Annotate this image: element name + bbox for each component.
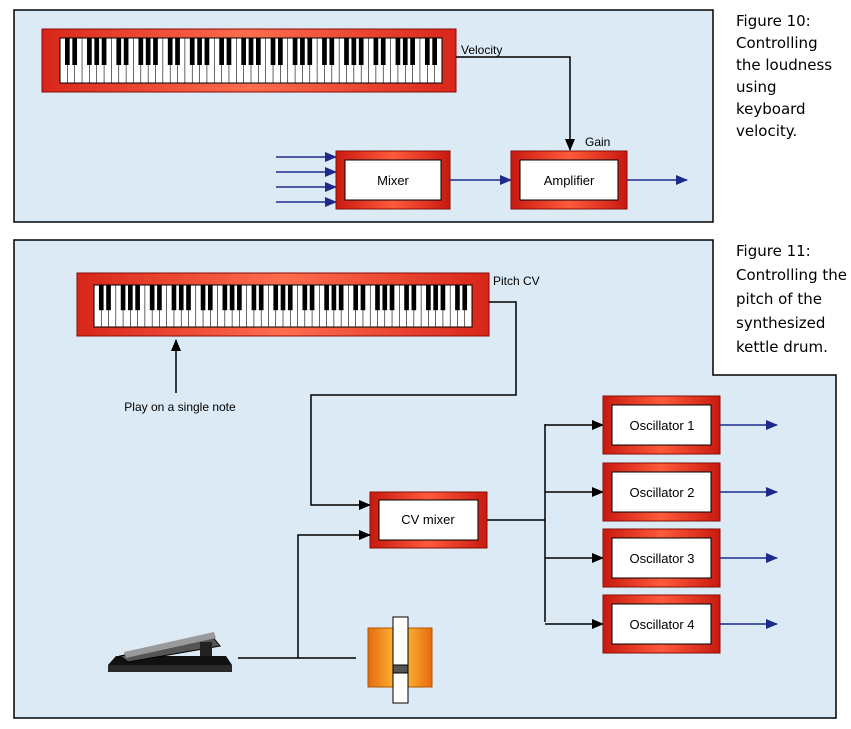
oscillator-box: Oscillator 4: [545, 594, 778, 654]
mixer-input-arrows: [276, 152, 337, 207]
play-note-label: Play on a single note: [124, 400, 236, 414]
caption-line: Controlling: [736, 34, 818, 52]
caption-line: Figure 11:: [736, 242, 811, 260]
pitch-cv-label: Pitch CV: [493, 274, 540, 288]
cv-mixer-box: CV mixer: [369, 491, 488, 549]
oscillator-label: Oscillator 2: [629, 485, 694, 500]
caption-line: the loudness: [736, 56, 832, 74]
mixer-label: Mixer: [377, 173, 409, 188]
gain-label: Gain: [585, 135, 610, 149]
oscillator-label: Oscillator 4: [629, 617, 694, 632]
velocity-label: Velocity: [461, 43, 502, 57]
oscillator-label: Oscillator 3: [629, 551, 694, 566]
figure-10-caption: Figure 10: Controlling the loudness usin…: [736, 12, 832, 140]
cv-mixer-label: CV mixer: [401, 512, 455, 527]
caption-line: synthesized: [736, 314, 825, 332]
oscillator-label: Oscillator 1: [629, 418, 694, 433]
caption-line: kettle drum.: [736, 338, 828, 356]
keyboard-icon: [41, 28, 457, 93]
amplifier-box: Amplifier: [510, 150, 628, 210]
caption-line: keyboard: [736, 100, 806, 118]
caption-line: velocity.: [736, 122, 797, 140]
oscillator-box: Oscillator 1: [545, 395, 778, 455]
figure-10: Velocity Gain Mixer Amplifier: [13, 9, 714, 223]
pitch-cv-line: [310, 301, 517, 510]
figure-11-caption: Figure 11: Controlling the pitch of the …: [736, 242, 847, 356]
caption-line: Figure 10:: [736, 12, 811, 30]
slider-icon: [367, 616, 433, 704]
mixer-box: Mixer: [335, 150, 451, 210]
velocity-signal-line: [456, 56, 575, 151]
amplifier-label: Amplifier: [544, 173, 595, 188]
caption-line: Controlling the: [736, 266, 847, 284]
controller-input-line: [297, 530, 371, 658]
oscillator-box: Oscillator 2: [545, 462, 778, 522]
oscillator-box: Oscillator 3: [545, 528, 778, 588]
expression-pedal-icon: [108, 632, 232, 672]
caption-line: pitch of the: [736, 290, 822, 308]
figure-11: Pitch CV Play on a single note CV mixer …: [13, 239, 837, 719]
caption-line: using: [736, 78, 777, 96]
keyboard-icon: [76, 272, 490, 337]
oscillator-group: Oscillator 1 Oscillator 2 Oscillator 3 Osci…: [545, 395, 778, 654]
